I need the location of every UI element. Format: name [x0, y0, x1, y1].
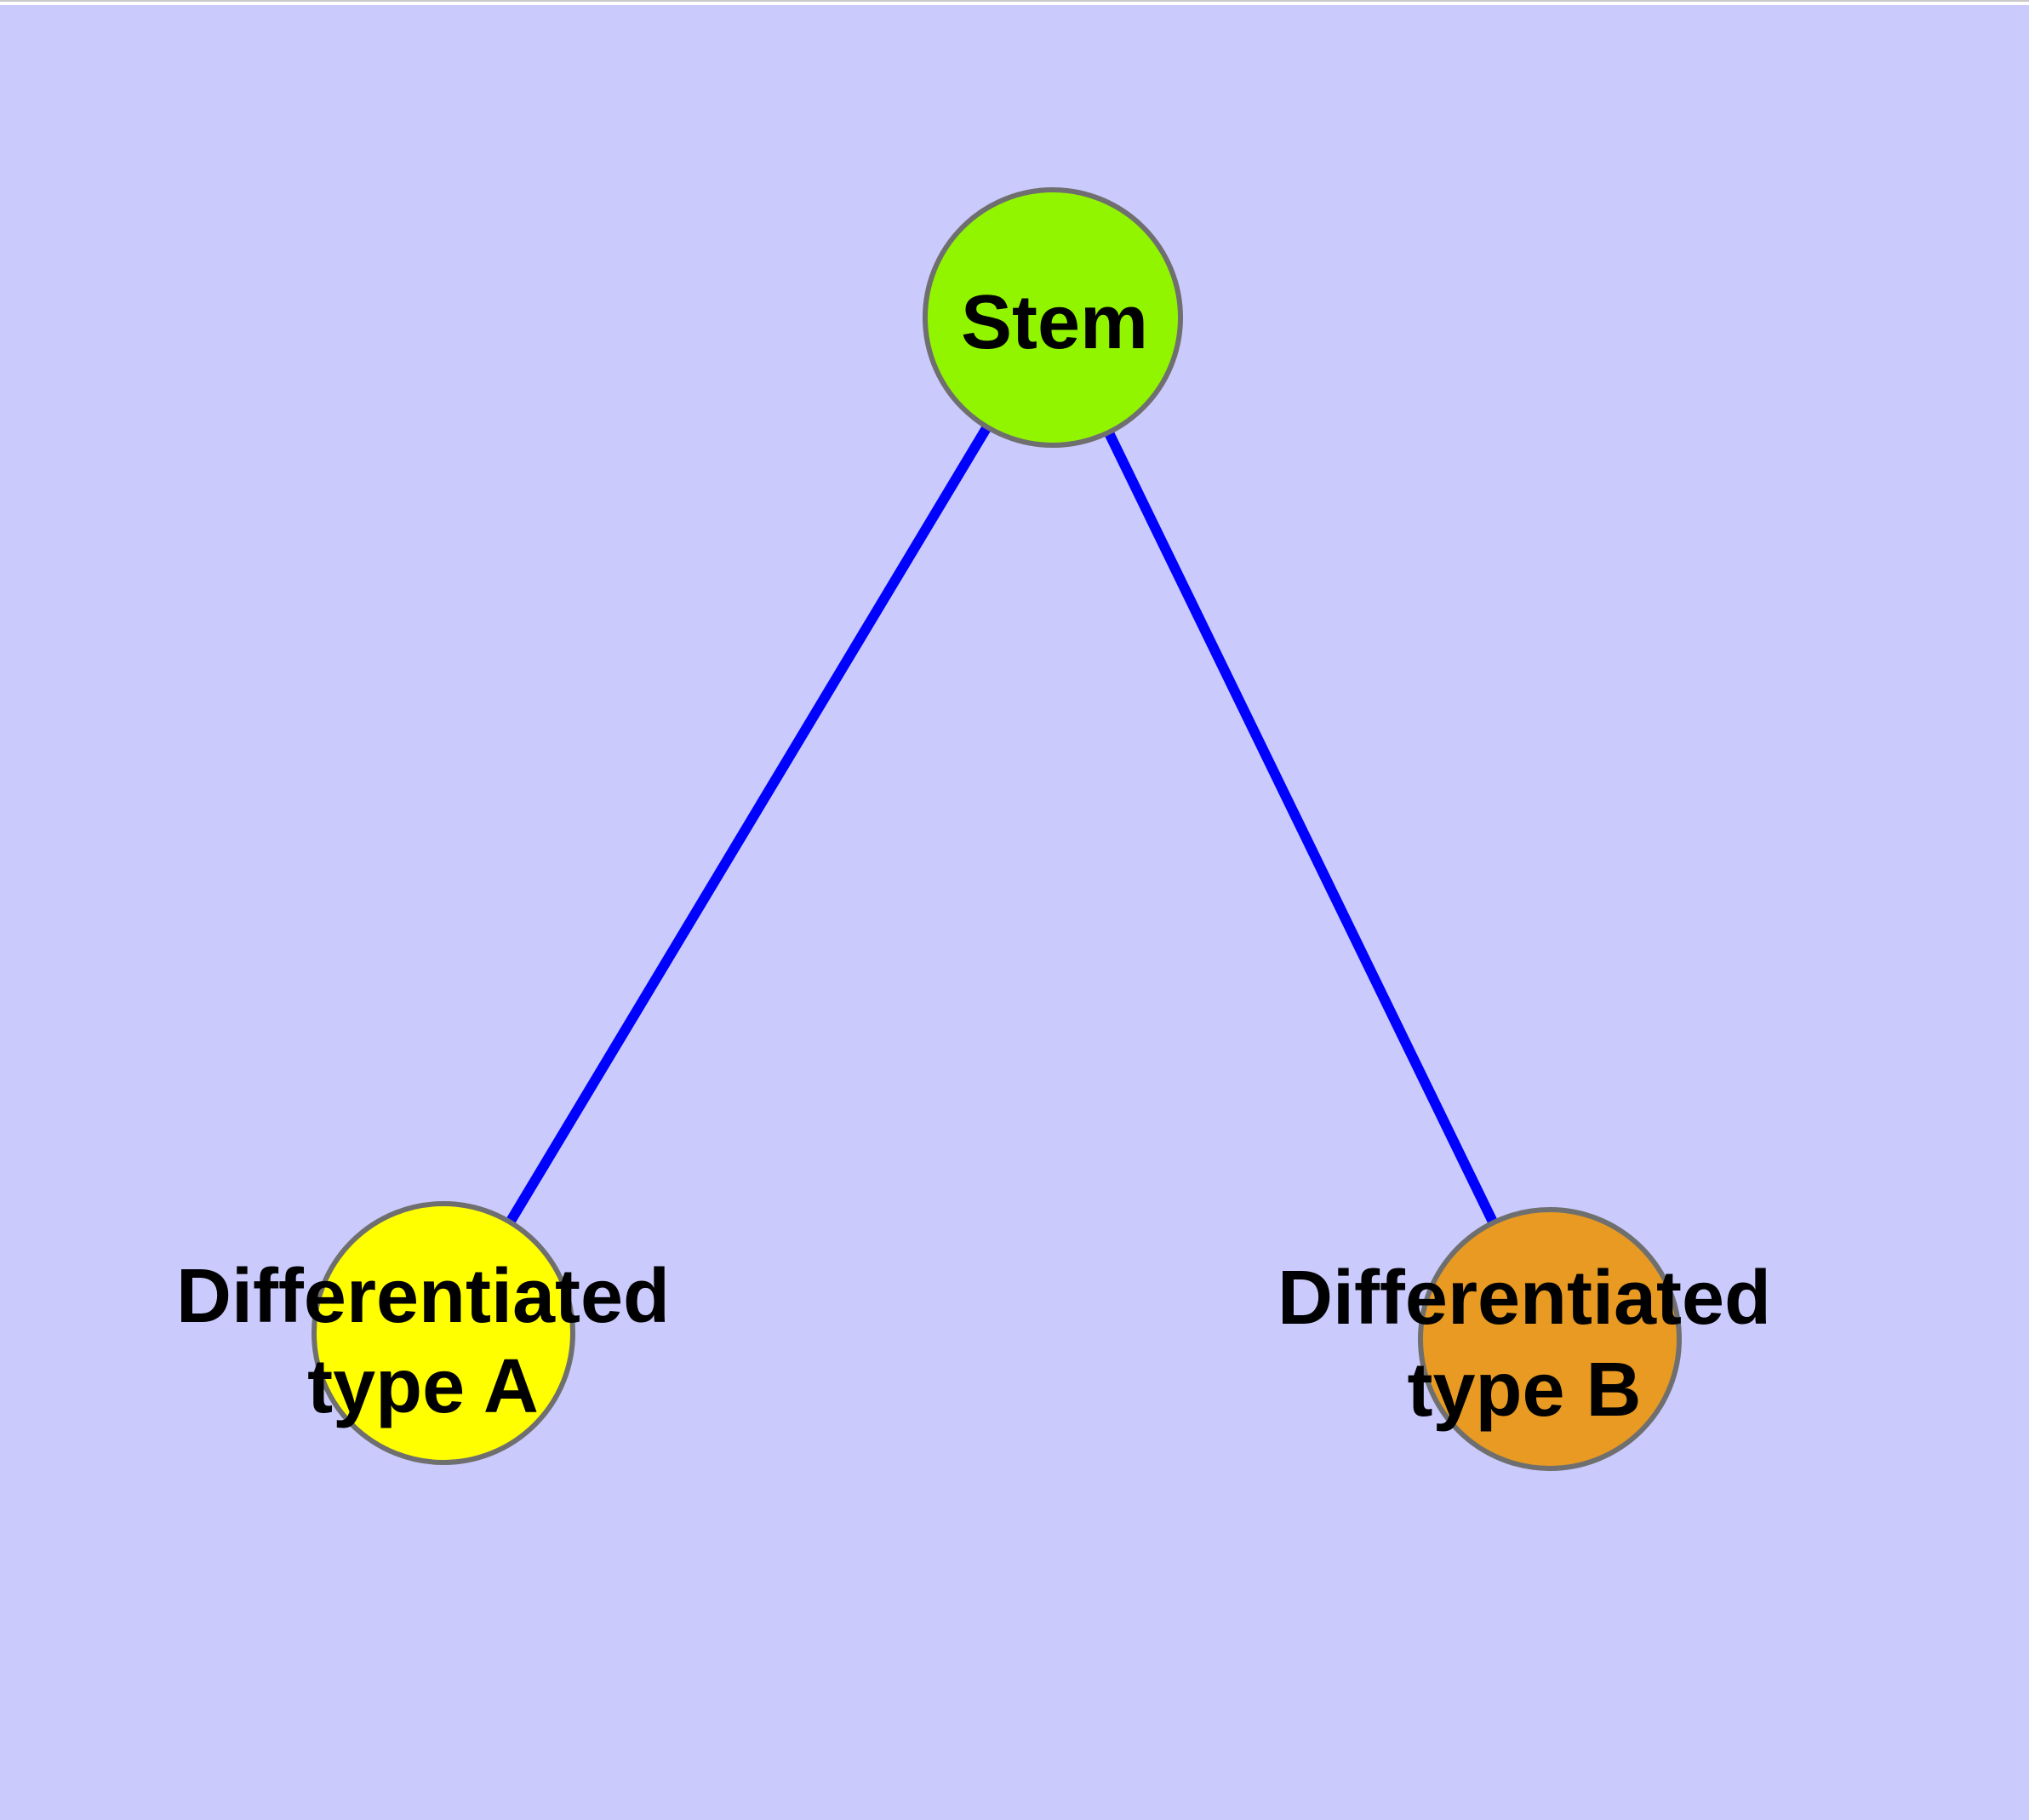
edge-layer	[438, 314, 1555, 1342]
stem-node-label: Stem	[961, 280, 1148, 365]
type-a-label-line-2: type A	[307, 1344, 539, 1429]
differentiated-type-a-node	[311, 1201, 575, 1465]
type-b-label-line-1: Differentiated	[1277, 1256, 1771, 1341]
type-b-label-line-2: type B	[1407, 1348, 1641, 1433]
edge-stem-to-type-a	[438, 314, 1058, 1336]
top-hairline	[0, 0, 2029, 2]
node-layer	[311, 187, 1682, 1471]
stem-node	[923, 187, 1183, 448]
edge-stem-to-type-b	[1048, 315, 1555, 1342]
label-layer: Stem Differentiated type A Differentiate…	[176, 280, 1771, 1433]
type-a-label-line-1: Differentiated	[176, 1254, 670, 1339]
top-white-strip	[0, 2, 2029, 5]
differentiated-type-b-node	[1418, 1207, 1682, 1471]
